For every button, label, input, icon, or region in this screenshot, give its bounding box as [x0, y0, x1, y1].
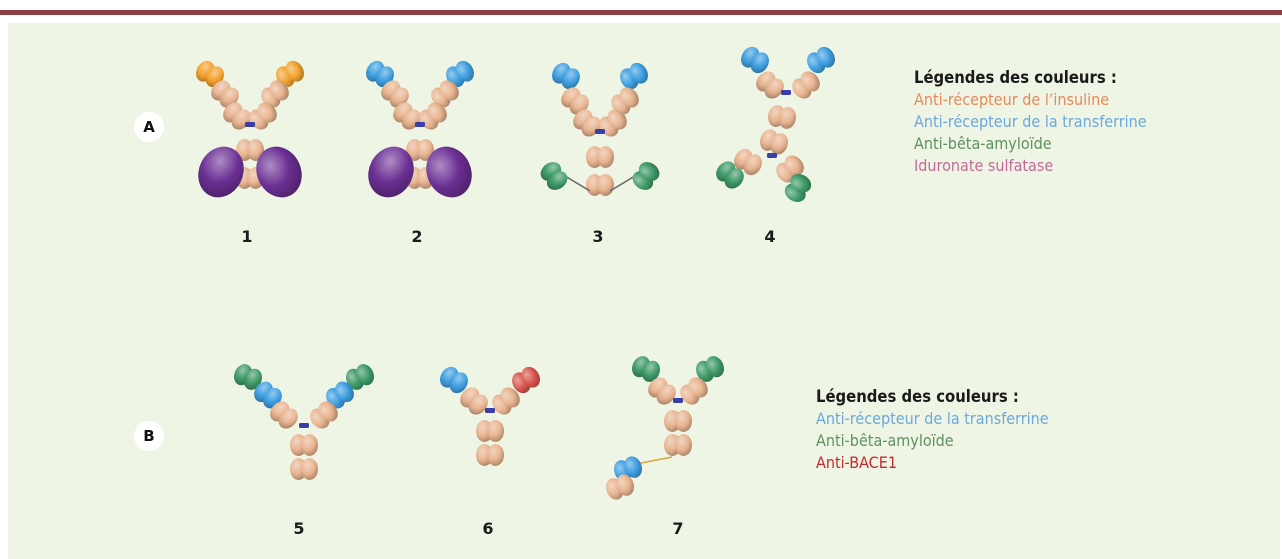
- fab-right-b: [790, 174, 812, 193]
- fc-upper-b: [597, 146, 614, 168]
- fab-stem-left-b: [743, 154, 762, 176]
- tip-left-b: [641, 360, 660, 382]
- antibody-4: [716, 46, 835, 202]
- tip-left-b: [750, 52, 769, 74]
- antibody-number-4: 4: [764, 227, 776, 246]
- antibody-number-1: 1: [241, 227, 253, 246]
- hinge: [245, 122, 255, 127]
- antibody-7: [606, 356, 724, 500]
- panel-b-badge: B: [134, 421, 164, 451]
- tip-right-inner-b: [335, 381, 354, 403]
- fc-lower-b: [301, 458, 318, 480]
- fusion-left: [198, 146, 244, 198]
- antibody-number-5: 5: [293, 519, 305, 538]
- fc-lower-b: [770, 133, 788, 155]
- hinge-bottom: [767, 153, 777, 158]
- fc-lower-b: [675, 434, 692, 456]
- legend-b-item-bace1: Anti-BACE1: [816, 453, 897, 472]
- legend-b-item-amyloid: Anti-bêta-amyloïde: [816, 431, 954, 450]
- tip-right-b: [816, 46, 835, 68]
- legend-a-item-sulfatase: Iduronate sulfatase: [914, 156, 1054, 175]
- appended-fab-stem-b: [616, 474, 634, 496]
- fc-lower-b: [487, 444, 504, 466]
- arm-right-b: [688, 377, 708, 398]
- antibody-diagram: [196, 46, 835, 500]
- tip-right-b: [629, 62, 648, 84]
- tip-left-outer-b: [243, 368, 262, 390]
- arm-right-upper-b: [269, 80, 289, 101]
- fc-lower-b: [597, 174, 614, 196]
- figure-panel: A B 1 2 3 4 5 6 7 Légendes des couleurs …: [8, 23, 1280, 559]
- legend-a-item-insulin: Anti-récepteur de l’insuline: [914, 90, 1110, 109]
- tip-right-b: [285, 60, 304, 82]
- top-rule: [0, 10, 1282, 15]
- fc-upper-b: [778, 107, 797, 129]
- antibody-number-7: 7: [672, 519, 684, 538]
- antibody-1: [196, 60, 304, 198]
- legend-a: Légendes des couleurs : Anti-récepteur d…: [914, 67, 1147, 177]
- hinge: [299, 423, 309, 428]
- fc-upper-b: [301, 434, 318, 456]
- arm-right-lower-b: [607, 109, 627, 130]
- tip-right-b: [705, 356, 724, 378]
- appended-fab-b: [624, 456, 642, 478]
- antibody-5: [234, 364, 374, 480]
- hinge: [595, 129, 605, 134]
- tip-left-b: [449, 372, 468, 394]
- fusion-right: [256, 146, 302, 198]
- legend-a-title: Légendes des couleurs :: [914, 68, 1117, 87]
- tip-right-b: [455, 60, 474, 82]
- arm-left-b: [468, 394, 488, 415]
- antibody-2: [366, 60, 474, 198]
- fusion-left: [368, 146, 414, 198]
- hinge: [673, 398, 683, 403]
- antibody-number-6: 6: [482, 519, 494, 538]
- arm-right-b: [500, 387, 520, 408]
- fc-upper-b: [417, 139, 434, 161]
- hinge: [485, 408, 495, 413]
- fab-right-b: [638, 162, 660, 181]
- arm-left-b: [278, 408, 298, 429]
- tip-left-b: [561, 68, 580, 90]
- fc-upper-b: [675, 410, 692, 432]
- tip-right-b: [521, 366, 540, 388]
- panel-a-badge: A: [134, 112, 164, 142]
- arm-right-upper-b: [439, 80, 459, 101]
- linker: [635, 456, 673, 465]
- antibody-3: [540, 62, 660, 196]
- fab-left-b: [724, 168, 744, 189]
- fab-stem-right-b: [784, 155, 804, 176]
- hinge-top: [781, 90, 791, 95]
- fc-upper-b: [487, 420, 504, 442]
- legend-a-item-transferrin: Anti-récepteur de la transferrine: [914, 112, 1147, 131]
- antibody-number-3: 3: [592, 227, 604, 246]
- antibody-number-2: 2: [411, 227, 423, 246]
- arm-left-b: [764, 78, 784, 99]
- legend-b: Légendes des couleurs : Anti-récepteur d…: [816, 386, 1049, 474]
- arm-right-b: [318, 401, 338, 422]
- arm-right-b: [800, 71, 820, 92]
- arm-right-upper-b: [619, 87, 639, 108]
- legend-a-item-amyloid: Anti-bêta-amyloïde: [914, 134, 1052, 153]
- fab-left-b: [546, 171, 568, 190]
- fusion-right: [426, 146, 472, 198]
- arm-left-b: [656, 384, 676, 405]
- legend-b-title: Légendes des couleurs :: [816, 387, 1019, 406]
- legend-b-item-transferrin: Anti-récepteur de la transferrine: [816, 409, 1049, 428]
- tip-right-outer-b: [355, 364, 374, 386]
- antibody-6: [440, 366, 540, 466]
- hinge: [415, 122, 425, 127]
- fc-upper-b: [247, 139, 264, 161]
- arm-right-lower-b: [257, 102, 277, 123]
- arm-right-lower-b: [427, 102, 447, 123]
